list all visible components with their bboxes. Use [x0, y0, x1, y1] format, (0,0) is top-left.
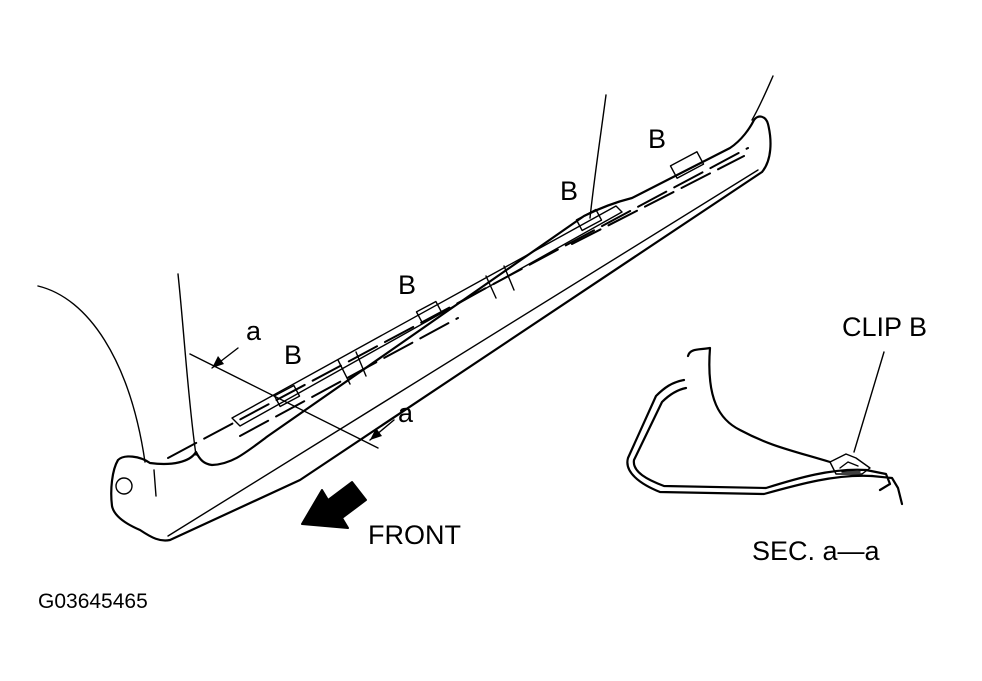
rear-pillar-line: [751, 75, 774, 121]
section-title: SEC. a—a: [752, 536, 881, 566]
section-moulding-tail: [864, 468, 904, 506]
section-moulding-inner: [632, 386, 868, 490]
clip-b-label-2: B: [398, 270, 416, 300]
panel-end-hole: [115, 477, 133, 495]
front-arrow-icon: [301, 481, 367, 529]
clip-b-locations: [273, 151, 705, 408]
section-line: [189, 353, 379, 449]
clip-b-2: [415, 300, 443, 324]
clip-b-4: [669, 151, 705, 179]
panel-end-vertical-line: [153, 469, 157, 497]
clip-b-label-1: B: [284, 340, 302, 370]
section-cut-line: [189, 347, 395, 449]
clip-spacer-2: [485, 265, 515, 299]
section-mark-bottom: a: [398, 398, 414, 428]
clip-b-label-3: B: [560, 176, 578, 206]
front-pillar-line: [177, 273, 197, 456]
rocker-panel: [110, 115, 772, 542]
section-detail: [626, 346, 904, 506]
clip-b-section-detail: [839, 461, 861, 473]
panel-lower-dashed-line: [239, 317, 459, 437]
section-arrow-bottom-head: [370, 428, 382, 440]
clip-spacer-1: [337, 351, 367, 385]
section-mark-top: a: [246, 316, 262, 346]
section-body-curve: [686, 346, 832, 464]
clip-b-label-4: B: [648, 124, 666, 154]
rocker-panel-outline: [110, 115, 772, 542]
front-label: FRONT: [368, 520, 461, 550]
figure-code: G03645465: [38, 590, 148, 613]
section-arrow-top-head: [212, 356, 224, 368]
clip-b-3: [575, 208, 603, 232]
clip-b-1: [273, 384, 301, 408]
section-moulding-outer: [626, 378, 874, 496]
mounting-flange: [231, 205, 623, 427]
panel-lower-dashed-line-rear: [571, 155, 745, 245]
vehicle-body-outline: [37, 75, 774, 463]
panel-upper-dashed-line: [167, 147, 749, 459]
clip-b-section: [829, 453, 871, 475]
clip-b-leader-line: [853, 351, 885, 453]
front-wheel-arch-line: [37, 285, 146, 463]
center-pillar-line: [589, 94, 607, 219]
panel-lower-edge: [167, 169, 759, 537]
clip-callout-label: CLIP B: [842, 312, 927, 342]
